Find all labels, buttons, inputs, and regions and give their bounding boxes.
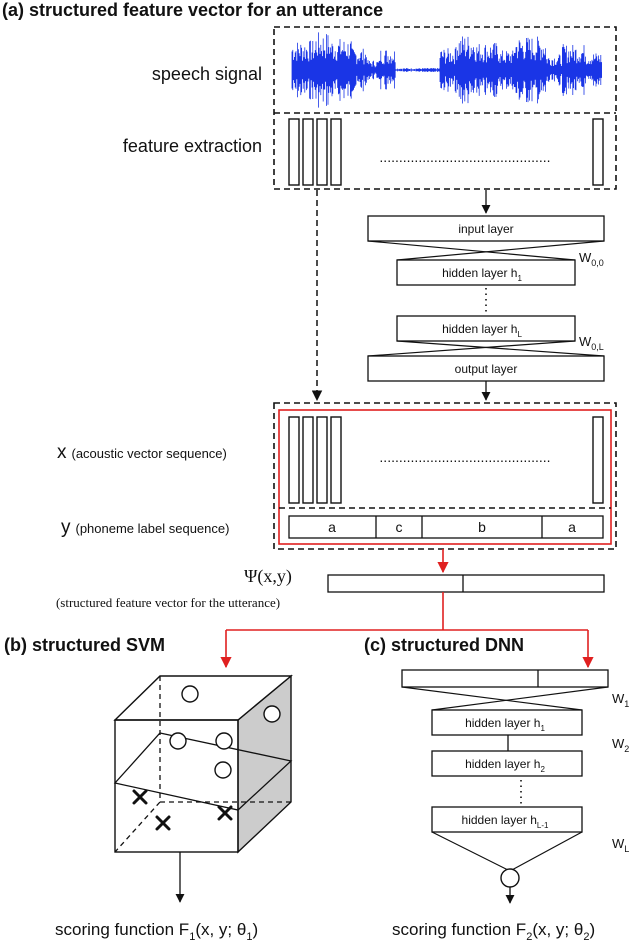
weight-w1: W1 xyxy=(612,691,629,709)
phoneme-label: b xyxy=(478,519,486,535)
output-funnel-line xyxy=(509,831,583,872)
phoneme-label: a xyxy=(568,519,576,535)
input-layer-label: input layer xyxy=(458,222,513,236)
feature-frame xyxy=(592,118,604,186)
input-layer-box xyxy=(367,215,605,242)
sequence-red-box xyxy=(278,409,612,545)
dnn-hidden-hL1-label: hidden layer hL-1 xyxy=(462,813,550,830)
acoustic-frame xyxy=(288,416,300,504)
feature-frame xyxy=(302,118,314,186)
feature-frame xyxy=(316,118,328,186)
acoustic-frame xyxy=(302,416,314,504)
connection-line xyxy=(401,686,583,711)
class-cross xyxy=(217,805,233,821)
acoustic-frame xyxy=(316,416,328,504)
output-layer-label: output layer xyxy=(455,362,518,376)
speech-feature-box xyxy=(273,26,617,190)
panel-b-title: (b) structured SVM xyxy=(4,635,165,655)
dnn-hidden-h1-label: hidden layer h1 xyxy=(465,716,545,733)
feature-frame xyxy=(330,118,342,186)
weight-w2: W2 xyxy=(612,736,629,754)
connection-line xyxy=(431,686,609,711)
panel-a-title: (a) structured feature vector for an utt… xyxy=(2,0,383,20)
acoustic-dots: ........................................… xyxy=(379,449,550,465)
output-neuron xyxy=(500,868,520,888)
weight-w00: W0,0 xyxy=(579,250,604,268)
dnn-hidden-hL1-box xyxy=(431,806,583,833)
connection-line xyxy=(396,340,605,357)
class-circle xyxy=(214,761,232,779)
cube-front-face xyxy=(114,719,239,853)
acoustic-frame xyxy=(592,416,604,504)
hidden-layer-h1-box xyxy=(396,259,576,286)
x-label: x(acoustic vector sequence) xyxy=(57,442,227,463)
speech-signal-label: speech signal xyxy=(152,64,262,84)
class-circle xyxy=(181,685,199,703)
class-circle xyxy=(263,705,281,723)
y-label: y(phoneme label sequence) xyxy=(61,517,229,538)
hidden-layer-hL-label: hidden layer hL xyxy=(442,322,522,339)
feature-dots: ........................................… xyxy=(379,149,550,165)
psi-description: (structured feature vector for the utter… xyxy=(56,595,280,610)
connection-line xyxy=(367,240,576,261)
class-cross xyxy=(155,815,171,831)
dnn-hidden-h2-label: hidden layer h2 xyxy=(465,757,545,774)
connection-line xyxy=(367,340,576,357)
phoneme-label: a xyxy=(328,519,336,535)
speech-waveform xyxy=(291,32,602,108)
psi-vector-box xyxy=(327,574,605,593)
class-cross xyxy=(132,789,148,805)
class-circle xyxy=(215,732,233,750)
sequence-dashed-box xyxy=(273,402,617,550)
phoneme-label: c xyxy=(396,519,403,535)
hidden-layer-h1-label: hidden layer h1 xyxy=(442,266,522,283)
weight-w0L: W0,L xyxy=(579,334,604,352)
dnn-scoring-function: scoring function F2(x, y; θ2) xyxy=(392,920,595,942)
class-circle xyxy=(169,732,187,750)
phoneme-sequence-box xyxy=(288,515,604,539)
dnn-hidden-h2-box xyxy=(431,750,583,777)
output-funnel-line xyxy=(431,831,511,872)
cube-hidden-edge xyxy=(114,801,161,853)
dnn-hidden-h1-box xyxy=(431,709,583,736)
separating-hyperplane xyxy=(113,732,293,811)
dnn-input-box xyxy=(401,669,609,688)
acoustic-frame xyxy=(330,416,342,504)
psi-symbol: Ψ(x,y) xyxy=(244,566,292,587)
connection-line xyxy=(396,240,605,261)
waveform-trace xyxy=(291,32,602,108)
hidden-layer-hL-box xyxy=(396,315,576,342)
feature-frame xyxy=(288,118,300,186)
panel-c-title: (c) structured DNN xyxy=(364,635,524,655)
feature-extraction-label: feature extraction xyxy=(123,136,262,156)
weight-wL: WL xyxy=(612,836,629,854)
svm-scoring-function: scoring function F1(x, y; θ1) xyxy=(55,920,258,942)
